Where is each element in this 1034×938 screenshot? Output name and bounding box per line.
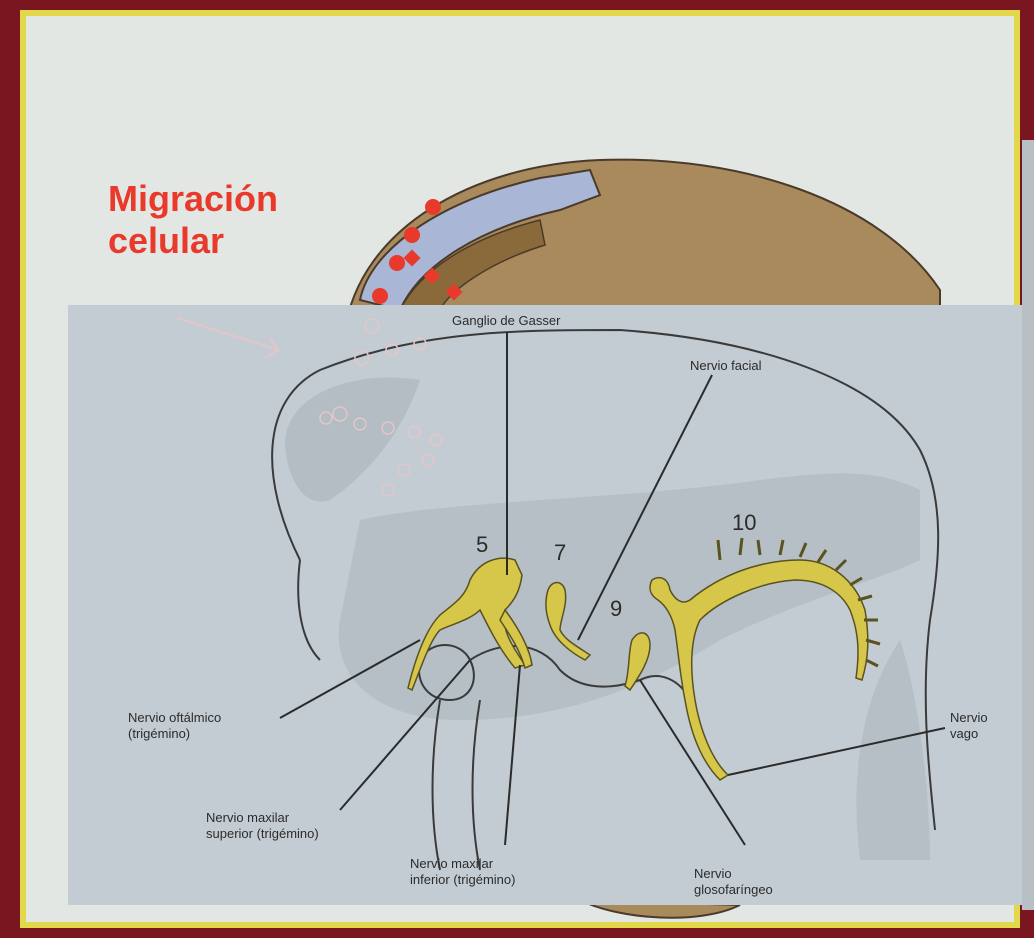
glossopharyngeal-nerve-label: Nervio glosofaríngeo — [694, 866, 773, 898]
maxilar-sup-nerve-label: Nervio maxilar superior (trigémino) — [206, 810, 319, 842]
title-line1: Migración — [108, 178, 278, 220]
vagus-line2: vago — [950, 726, 988, 742]
title-line2: celular — [108, 220, 278, 262]
nerve-number-5: 5 — [476, 532, 488, 558]
maxilar-sup-line1: Nervio maxilar — [206, 810, 319, 826]
ophthalmic-label-line1: Nervio oftálmico — [128, 710, 221, 726]
maxilar-inf-nerve-label: Nervio maxilar inferior (trigémino) — [410, 856, 515, 888]
vagus-line1: Nervio — [950, 710, 988, 726]
nerve-number-10: 10 — [732, 510, 756, 536]
nerve-number-7: 7 — [554, 540, 566, 566]
glosso-line1: Nervio — [694, 866, 773, 882]
ganglion-label: Ganglio de Gasser — [452, 313, 560, 329]
facial-nerve-label: Nervio facial — [690, 358, 762, 374]
maxilar-sup-line2: superior (trigémino) — [206, 826, 319, 842]
nerve-number-9: 9 — [610, 596, 622, 622]
ophthalmic-label-line2: (trigémino) — [128, 726, 221, 742]
maxilar-inf-line2: inferior (trigémino) — [410, 872, 515, 888]
ophthalmic-nerve-label: Nervio oftálmico (trigémino) — [128, 710, 221, 742]
maxilar-inf-line1: Nervio maxilar — [410, 856, 515, 872]
vagus-nerve-label: Nervio vago — [950, 710, 988, 742]
title: Migración celular — [108, 178, 278, 262]
glosso-line2: glosofaríngeo — [694, 882, 773, 898]
